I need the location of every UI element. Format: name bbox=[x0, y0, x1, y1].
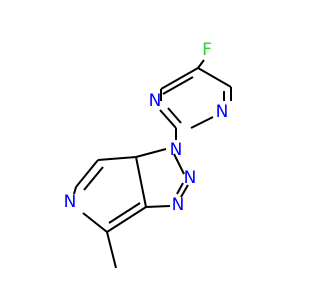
atom-labels: F N N N N N N bbox=[64, 40, 229, 215]
canvas-background bbox=[0, 0, 300, 300]
bond-n3-c3a bbox=[145, 205, 171, 208]
bond-c7a-n1 bbox=[135, 148, 167, 158]
molecule-structure-diagram: F N N N N N N bbox=[0, 0, 300, 300]
bond-n2-n3-a bbox=[176, 182, 184, 195]
triazolopyridine-core bbox=[73, 148, 189, 269]
bond-c4-methyl bbox=[106, 231, 117, 269]
atom-label-n1-triazole: N bbox=[170, 140, 183, 160]
atom-label-n3-triazole: N bbox=[172, 195, 185, 215]
bond-pyrimidine-lower-left bbox=[159, 109, 177, 129]
bond-pyrimidine-top-left bbox=[160, 67, 199, 90]
bond-pyrimidine-lower-right bbox=[190, 116, 214, 129]
atom-label-n-pyrimidine-left: N bbox=[149, 91, 162, 111]
bond-c6-n5 bbox=[73, 186, 77, 195]
bond-c4-c3a bbox=[106, 206, 147, 233]
bond-pyrimidine-top-left-inner bbox=[162, 76, 194, 95]
bond-cf bbox=[197, 59, 205, 69]
atom-label-n-pyrimidine-right: N bbox=[216, 102, 229, 122]
pyrimidine-ring bbox=[159, 59, 232, 140]
bond-pyrimidine-lower-left-inner bbox=[167, 107, 182, 124]
bond-c7-c6 bbox=[75, 159, 99, 188]
bond-pyrimidine-top-right bbox=[197, 67, 232, 88]
bond-c7a-c7 bbox=[97, 156, 137, 161]
bond-n1-n2 bbox=[173, 153, 185, 175]
atom-label-n-pyridine: N bbox=[64, 192, 77, 212]
bond-n5-c4 bbox=[82, 212, 108, 233]
bond-n2-n3-b bbox=[180, 184, 189, 198]
atom-label-f: F bbox=[202, 40, 212, 60]
bond-c7-c6-inner bbox=[83, 166, 104, 191]
bond-c3a-c7a bbox=[135, 156, 147, 208]
bond-c4-c3a-inner bbox=[108, 202, 141, 224]
atom-label-n2-triazole: N bbox=[184, 168, 197, 188]
